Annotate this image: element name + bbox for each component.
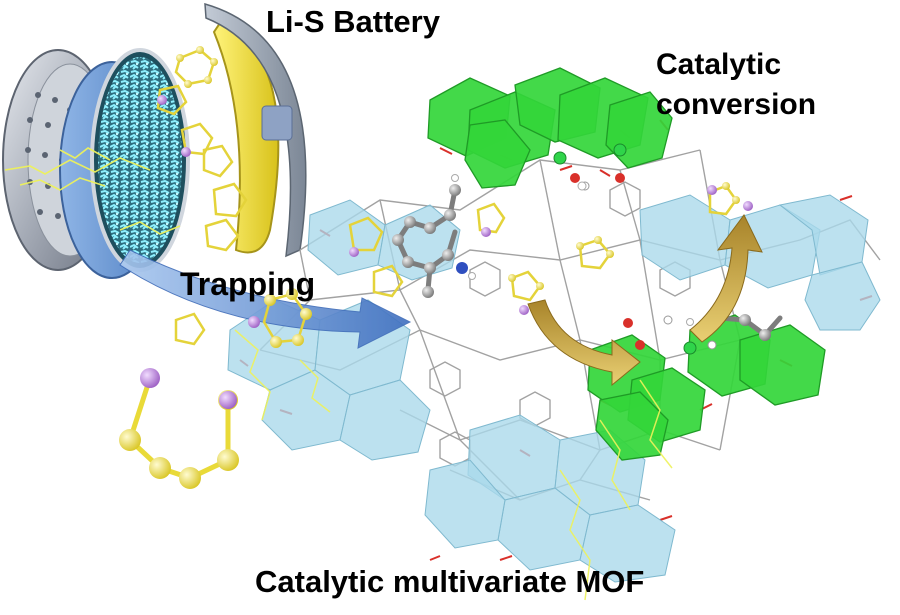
lithium-atoms (140, 95, 753, 409)
cap-terminal (261, 105, 293, 141)
catalytic-conversion-label-line2: conversion (656, 88, 817, 121)
lightning-bolts-mof (234, 329, 673, 601)
sulfur-atoms (119, 46, 740, 489)
trapping-label: Trapping (180, 266, 316, 302)
battery-label: Li-S Battery (266, 4, 440, 39)
battery-cell (2, 2, 307, 279)
catalytic-conversion-label-line1: Catalytic (656, 48, 782, 81)
mof-caption: Catalytic multivariate MOF (255, 564, 645, 599)
lightning-bolts-battery (4, 147, 181, 235)
steel-cap (204, 2, 307, 258)
conversion-arrow-left (527, 299, 641, 387)
hydrogen-atoms (451, 174, 694, 326)
conversion-arrow-right (689, 214, 763, 343)
